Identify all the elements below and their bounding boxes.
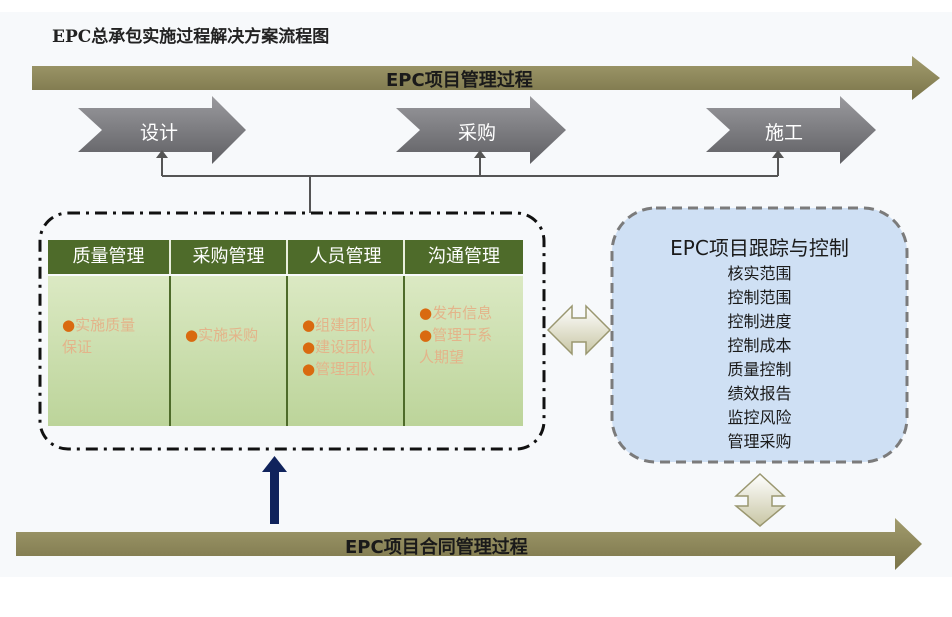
list-item: ●建设团队	[302, 338, 376, 356]
diagram-title: EPC总承包实施过程解决方案流程图	[52, 27, 330, 47]
bottom-track-arrow	[16, 518, 922, 570]
control-box	[610, 206, 909, 464]
phase-construction-label: 施工	[765, 122, 804, 144]
bottom-track-label: EPC项目合同管理过程	[345, 537, 528, 558]
horizontal-double-arrow	[546, 304, 612, 356]
column-header-procurement: 采购管理	[171, 240, 288, 274]
column-header-staff: 人员管理	[288, 240, 405, 274]
management-box-outline	[38, 211, 546, 451]
phase-design-label: 设计	[140, 122, 179, 144]
control-item: 核实范围	[727, 264, 792, 283]
list-item: ●实施采购	[185, 326, 259, 344]
control-item: 控制成本	[727, 336, 792, 355]
control-title: EPC项目跟踪与控制	[670, 236, 849, 260]
list-item: ●管理团队	[302, 360, 376, 378]
connector-arrowhead-design	[156, 150, 168, 158]
top-track-arrow	[32, 56, 940, 100]
vertical-double-arrow	[733, 472, 787, 527]
control-item: 监控风险	[727, 408, 792, 427]
connector-arrowhead-construction	[772, 150, 784, 158]
phase-construction-arrow	[706, 96, 876, 164]
connector-arrowhead-procurement	[474, 150, 486, 158]
phase-procurement-label: 采购	[458, 122, 497, 144]
control-item: 控制进度	[727, 312, 792, 331]
list-item: ●管理干系 人期望	[419, 326, 493, 366]
navy-up-arrow	[262, 456, 287, 524]
control-item: 质量控制	[727, 360, 792, 379]
column-body-staff: ●组建团队 ●建设团队 ●管理团队	[288, 276, 405, 426]
phase-procurement-arrow	[396, 96, 566, 164]
control-item: 控制范围	[727, 288, 792, 307]
list-item: ●发布信息	[419, 304, 493, 322]
column-header-communication: 沟通管理	[405, 240, 523, 274]
column-body-communication: ●发布信息 ●管理干系 人期望	[405, 276, 523, 426]
control-item: 绩效报告	[727, 384, 792, 403]
list-item: ●实施质量 保证	[62, 316, 136, 356]
column-body-quality: ●实施质量 保证	[48, 276, 171, 426]
phase-design-arrow	[78, 96, 246, 164]
column-body-procurement: ●实施采购	[171, 276, 288, 426]
list-item: ●组建团队	[302, 316, 376, 334]
control-item: 管理采购	[727, 432, 792, 451]
column-header-quality: 质量管理	[48, 240, 171, 274]
top-track-label: EPC项目管理过程	[386, 70, 533, 91]
